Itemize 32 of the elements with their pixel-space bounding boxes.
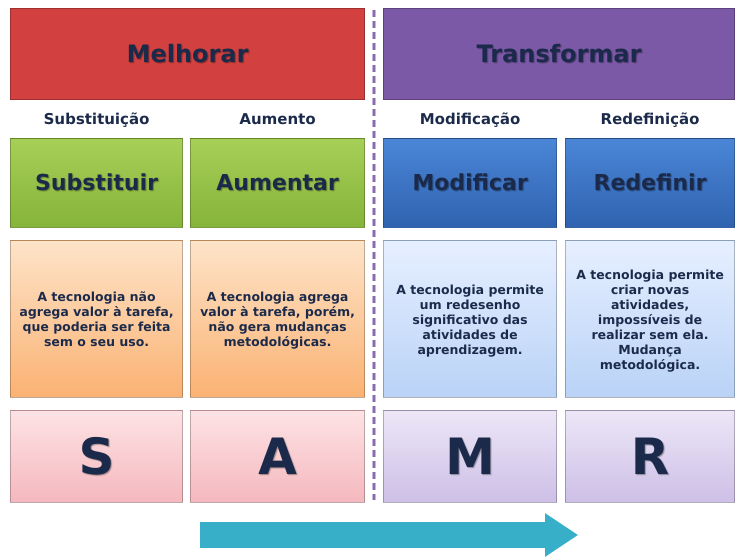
column-heading: Substituição [42,110,150,128]
description-box [383,240,557,398]
stage-title: Redefinir [592,170,708,196]
column-heading: Aumento [238,110,317,128]
column-heading: Modificação [418,110,522,128]
stage-title: Substituir [34,170,159,196]
stage-title: Aumentar [215,170,340,196]
stage-letter: S [77,428,116,486]
stage-box [190,138,365,228]
description-text: A tecnologia não agrega valor à tarefa, que poderia ser feita sem o seu uso. [18,289,175,349]
description-box [190,240,365,398]
letter-box [383,410,557,503]
description-box [10,240,183,398]
description-text: A tecnologia permite criar novas atividades, impossíveis de realizar sem ela. Mudança metodológica. [575,266,725,372]
stage-box [565,138,735,228]
column-heading: Redefinição [600,110,700,128]
stage-title: Modificar [411,170,529,196]
letter-box [565,410,735,503]
header-band [383,8,735,100]
header-band [10,8,365,100]
stage-letter: A [257,428,298,486]
stage-box [10,138,183,228]
stage-letter: R [630,428,670,486]
stage-box [383,138,557,228]
letter-box [190,410,365,503]
stage-letter: M [444,428,496,486]
description-text: A tecnologia agrega valor à tarefa, porém, não gera mudanças metodológicas. [199,289,356,349]
stage-title: Transformar [476,40,642,68]
letter-box [10,410,183,503]
description-text: A tecnologia permite um redesenho significativo das atividades de aprendizagem. [395,282,545,356]
description-box [565,240,735,398]
stage-title: Melhorar [126,40,250,68]
